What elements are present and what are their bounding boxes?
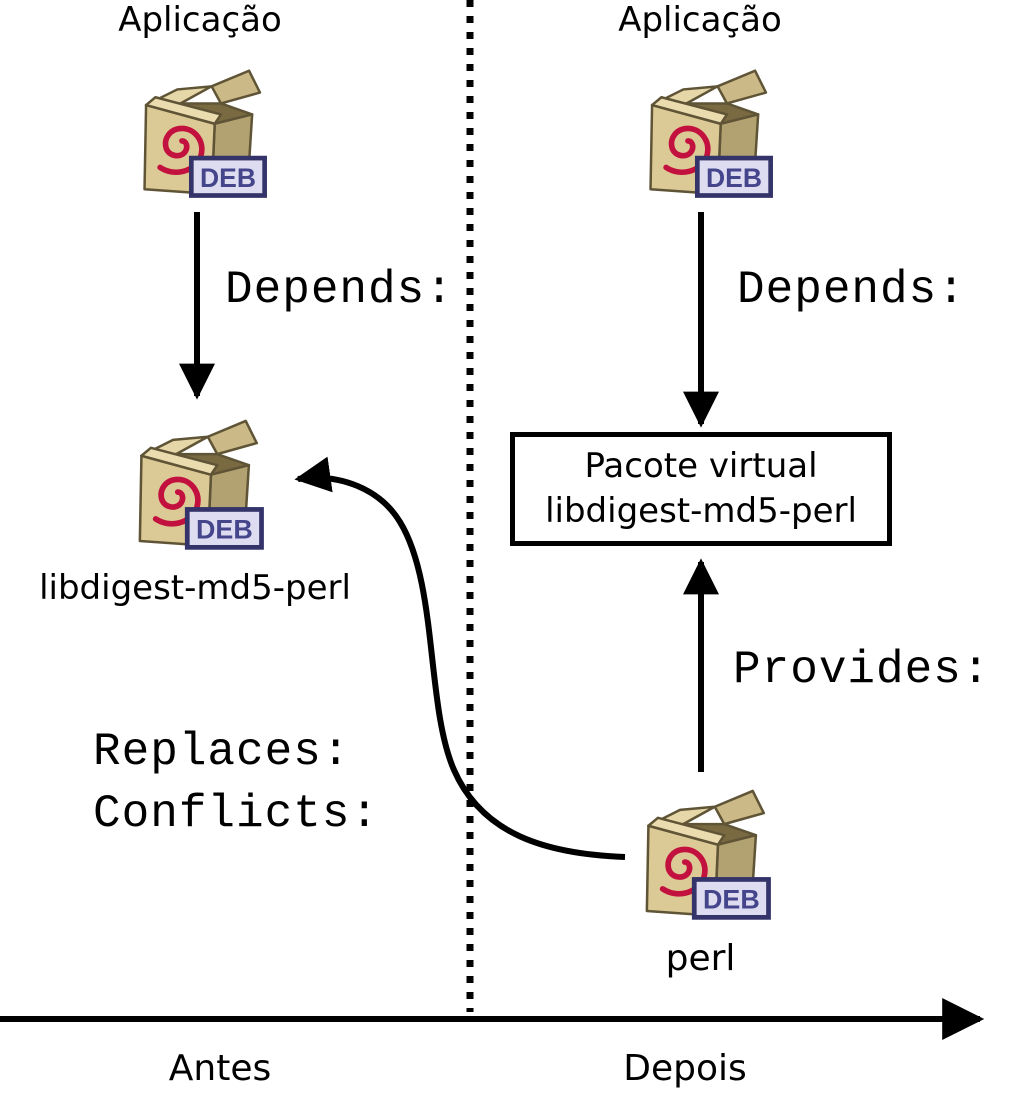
perl-package-label: perl <box>665 938 736 979</box>
after-depends-label: Depends: <box>737 264 966 316</box>
replaces-conflicts-arrow <box>294 456 626 860</box>
deb-package-icon-libdigest <box>140 421 262 547</box>
after-app-label: Aplicação <box>618 0 782 40</box>
before-app-label: Aplicação <box>118 0 282 40</box>
before-depends-label: Depends: <box>225 264 454 316</box>
timeline-before-label: Antes <box>168 1048 272 1089</box>
virtual-package-box-line1: Pacote virtual <box>584 446 818 487</box>
deb-package-icon-after-app <box>651 71 771 196</box>
replaces-label: Replaces: <box>93 726 351 778</box>
conflicts-label: Conflicts: <box>93 788 380 840</box>
virtual-package-box-line2: libdigest-md5-perl <box>545 491 857 531</box>
provides-label: Provides: <box>733 644 991 696</box>
virtual-package-box: Pacote virtual libdigest-md5-perl <box>510 432 892 546</box>
deb-package-icon-perl <box>647 791 769 917</box>
timeline-after-label: Depois <box>623 1048 747 1089</box>
libdigest-package-label: libdigest-md5-perl <box>39 568 351 608</box>
deb-package-icon-before-app <box>145 71 265 196</box>
